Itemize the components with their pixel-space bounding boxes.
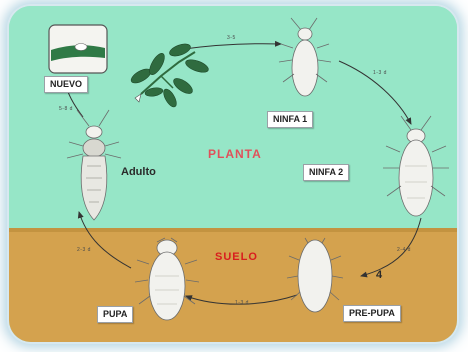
- duration-prepupa-to-pupa: 1-3 d: [235, 300, 249, 306]
- stage-label-nymph1: NINFA 1: [267, 111, 313, 128]
- duration-pupa-to-adult: 2-3 d: [77, 247, 91, 253]
- figure-number: 4: [376, 269, 383, 281]
- zone-label-soil: SUELO: [215, 251, 258, 263]
- duration-egg-to-nymph1: 3-5: [227, 35, 236, 41]
- duration-adult-to-egg: 5-8 d: [59, 106, 73, 112]
- stage-label-adult: Adulto: [121, 166, 156, 178]
- stage-label-egg: NUEVO: [44, 76, 88, 93]
- stage-label-pupa: PUPA: [97, 306, 133, 323]
- life-cycle-diagram: 4: [9, 6, 457, 342]
- stage-label-nymph2: NINFA 2: [303, 164, 349, 181]
- stage-label-prepupa: PRE-PUPA: [343, 305, 401, 322]
- duration-nymph1-to-nymph2: 1-3 d: [373, 70, 387, 76]
- zone-label-plant: PLANTA: [208, 147, 262, 161]
- life-cycle-frame: 4 NUEVO NINFA 1 NINFA 2 PRE-PUPA PUPA Ad…: [9, 6, 457, 342]
- egg-inset: [49, 25, 107, 73]
- duration-nymph2-to-prepupa: 2-4 d: [397, 247, 411, 253]
- soil-edge: [9, 228, 457, 232]
